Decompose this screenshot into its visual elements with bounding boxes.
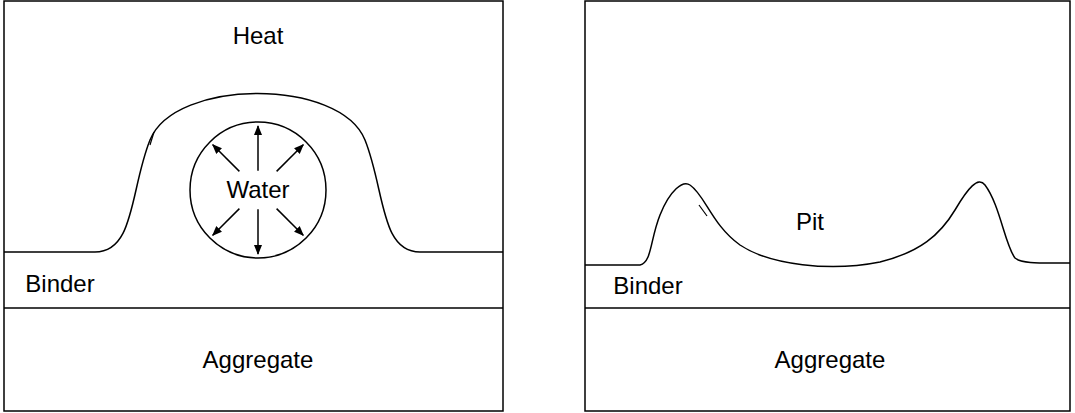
binder-blister-surface	[4, 94, 503, 253]
layer-label: Binder	[613, 273, 682, 299]
water-bubble: Water	[188, 120, 328, 260]
pressure-arrow	[257, 209, 259, 254]
crack-mark	[699, 205, 707, 216]
binder-pit-surface	[585, 182, 1070, 267]
layer-label: Aggregate	[775, 347, 886, 373]
crack-mark	[150, 132, 154, 145]
right-panel	[585, 1, 1070, 411]
pressure-arrow	[213, 145, 240, 172]
bubble-circle	[190, 122, 326, 258]
aggregate-boundary	[4, 307, 503, 309]
aggregate-boundary	[585, 307, 1070, 309]
pressure-arrow	[277, 145, 304, 172]
pressure-arrow	[277, 209, 304, 236]
pressure-arrow	[257, 126, 259, 171]
bubble-label: Water	[226, 177, 289, 203]
layer-label: Aggregate	[203, 347, 314, 373]
pressure-arrow	[213, 209, 240, 236]
layer-label: Binder	[25, 271, 94, 297]
defect-label: Pit	[796, 209, 824, 235]
energy-label: Heat	[233, 23, 284, 49]
left-panel	[4, 1, 503, 411]
